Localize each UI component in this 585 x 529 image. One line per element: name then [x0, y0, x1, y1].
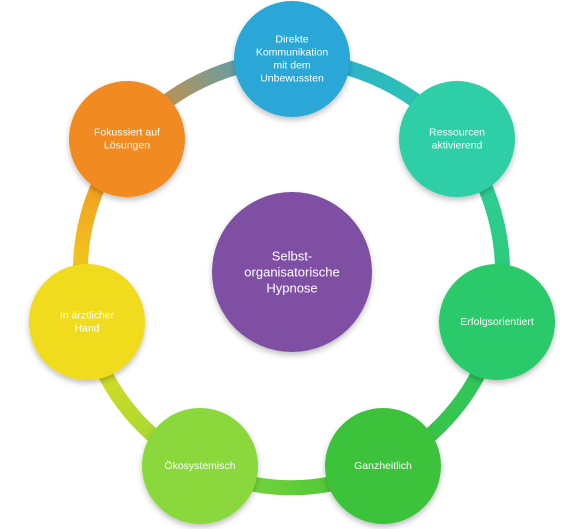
text-line: mit dem	[273, 60, 311, 72]
cycle-node: Ökosystemisch	[142, 408, 258, 524]
text-line: In ärztlicher	[60, 310, 115, 322]
text-line: Kommunikation	[256, 47, 329, 59]
text-line: Hypnose	[266, 281, 317, 296]
text-line: Direkte	[275, 34, 308, 46]
node-circle	[142, 408, 258, 524]
text-line: Unbewussten	[260, 73, 324, 85]
node-circle	[69, 81, 185, 197]
text-line: Ökosystemisch	[164, 460, 235, 472]
node-circle	[325, 408, 441, 524]
cycle-node: Erfolgsorientiert	[439, 264, 555, 380]
node-circle	[399, 81, 515, 197]
text-line: Lösungen	[104, 140, 150, 152]
node-label: Erfolgsorientiert	[460, 316, 534, 328]
cycle-node: Ganzheitlich	[325, 408, 441, 524]
text-line: Ressourcen	[429, 127, 485, 139]
node-circle	[29, 264, 145, 380]
node-circle	[439, 264, 555, 380]
text-line: Erfolgsorientiert	[460, 316, 534, 328]
center-circle	[212, 192, 372, 352]
text-line: aktivierend	[432, 140, 483, 152]
node-label: Ganzheitlich	[354, 460, 412, 472]
node-label: Ökosystemisch	[164, 460, 235, 472]
text-line: Fokussiert auf	[94, 127, 160, 139]
node-circle	[234, 1, 350, 117]
text-line: Hand	[74, 323, 99, 335]
text-line: organisatorische	[244, 265, 339, 280]
text-line: Ganzheitlich	[354, 460, 412, 472]
text-line: Selbst-	[272, 249, 312, 264]
